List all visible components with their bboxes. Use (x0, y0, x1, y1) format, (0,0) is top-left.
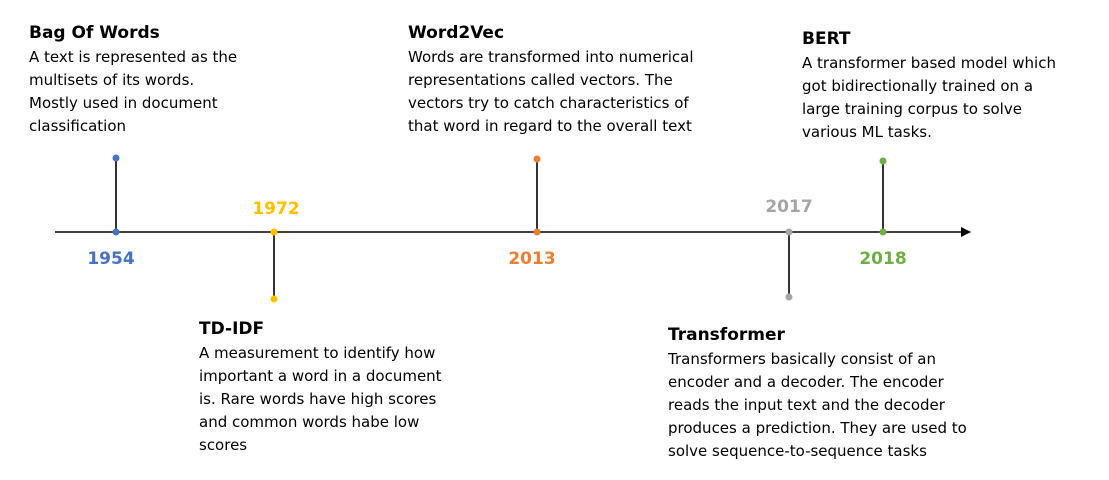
event-title: Bag Of Words (29, 23, 160, 43)
event-bag-of-words: Bag Of Words A text is represented as th… (29, 22, 239, 138)
year-label-2013: 2013 (508, 249, 556, 269)
event-connectors (112, 154, 887, 303)
axis-dot-word2vec (533, 228, 541, 236)
axis-dot-bag-of-words (112, 228, 120, 236)
endpoint-dot-td-idf (270, 295, 278, 303)
event-transformer: Transformer Transformers basically consi… (668, 324, 986, 463)
endpoint-dot-transformer (785, 293, 793, 301)
year-label-1972: 1972 (252, 199, 300, 219)
year-label-2018: 2018 (859, 249, 907, 269)
event-word2vec: Word2Vec Words are transformed into nume… (408, 22, 723, 138)
event-td-idf: TD-IDF A measurement to identify how imp… (199, 318, 444, 457)
event-title: Transformer (668, 325, 785, 345)
axis-dot-transformer (785, 228, 793, 236)
event-description: A text is represented as the multisets o… (29, 48, 238, 135)
endpoint-dot-word2vec (533, 155, 541, 163)
year-label-1954: 1954 (87, 249, 135, 269)
event-description: A transformer based model which got bidi… (802, 54, 1056, 141)
event-title: TD-IDF (199, 319, 265, 339)
endpoint-dot-bag-of-words (112, 154, 120, 162)
axis-dot-td-idf (270, 228, 278, 236)
endpoint-dot-bert (879, 157, 887, 165)
axis-dot-bert (879, 228, 887, 236)
event-title: BERT (802, 29, 851, 49)
event-description: A measurement to identify how important … (199, 344, 442, 454)
year-label-2017: 2017 (765, 197, 813, 217)
event-title: Word2Vec (408, 23, 505, 43)
event-bert: BERT A transformer based model which got… (802, 28, 1072, 144)
event-description: Transformers basically consist of an enc… (668, 350, 967, 460)
event-description: Words are transformed into numerical rep… (408, 48, 694, 135)
